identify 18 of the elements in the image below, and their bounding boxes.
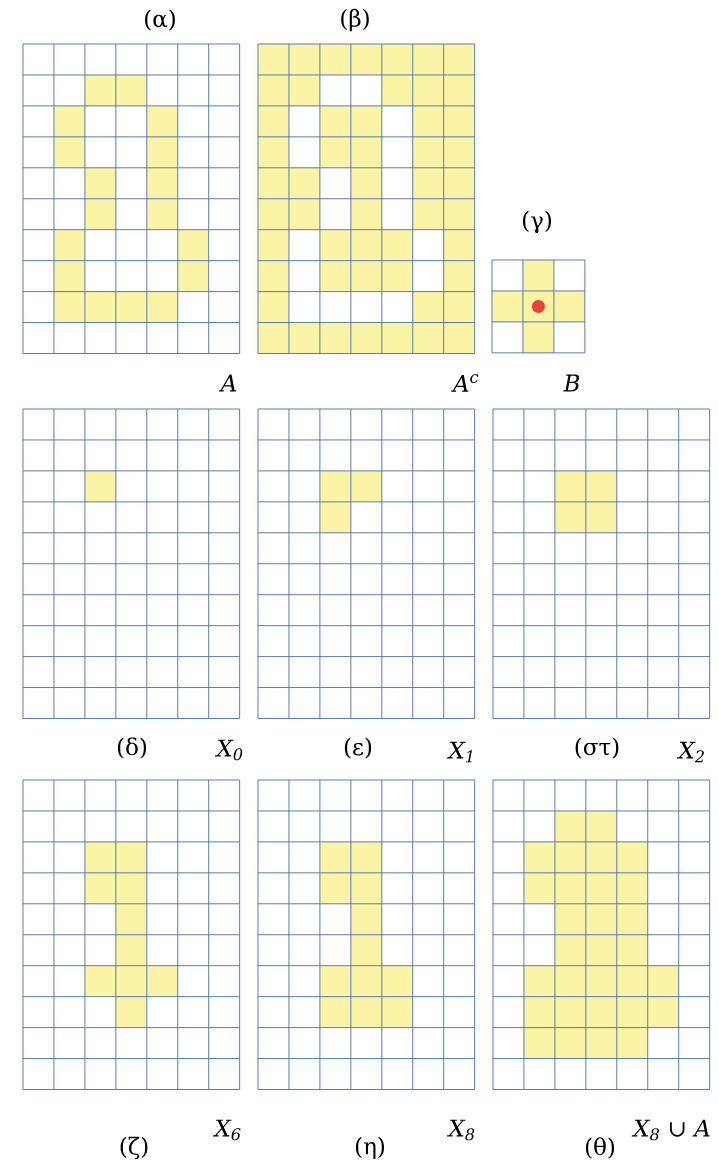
variable-label: X$_{0}$ [214, 739, 243, 761]
variable-label: A [218, 374, 237, 392]
variable-label: X$_{8}$ ∪ A [631, 1119, 710, 1141]
variable-label: X$_{2}$ [676, 741, 704, 763]
variable-label: X$_{8}$ [446, 1119, 475, 1141]
panel-label: (β) [341, 8, 369, 32]
variable-label: A$^{c}$ [451, 374, 479, 392]
panel-label: (ζ) [120, 1136, 148, 1160]
variable-label: X$_{1}$ [446, 741, 472, 763]
variable-label: B [563, 374, 580, 392]
panel-label: (ε) [344, 737, 372, 759]
panel-label: (θ) [585, 1137, 615, 1159]
variable-label: X$_{6}$ [212, 1119, 241, 1141]
panel-label: (η) [355, 1136, 385, 1160]
panel-label: (στ) [575, 737, 619, 759]
panel-label: (δ) [117, 737, 147, 759]
panel-label: (γ) [522, 210, 552, 234]
panel-label: (α) [145, 9, 175, 31]
